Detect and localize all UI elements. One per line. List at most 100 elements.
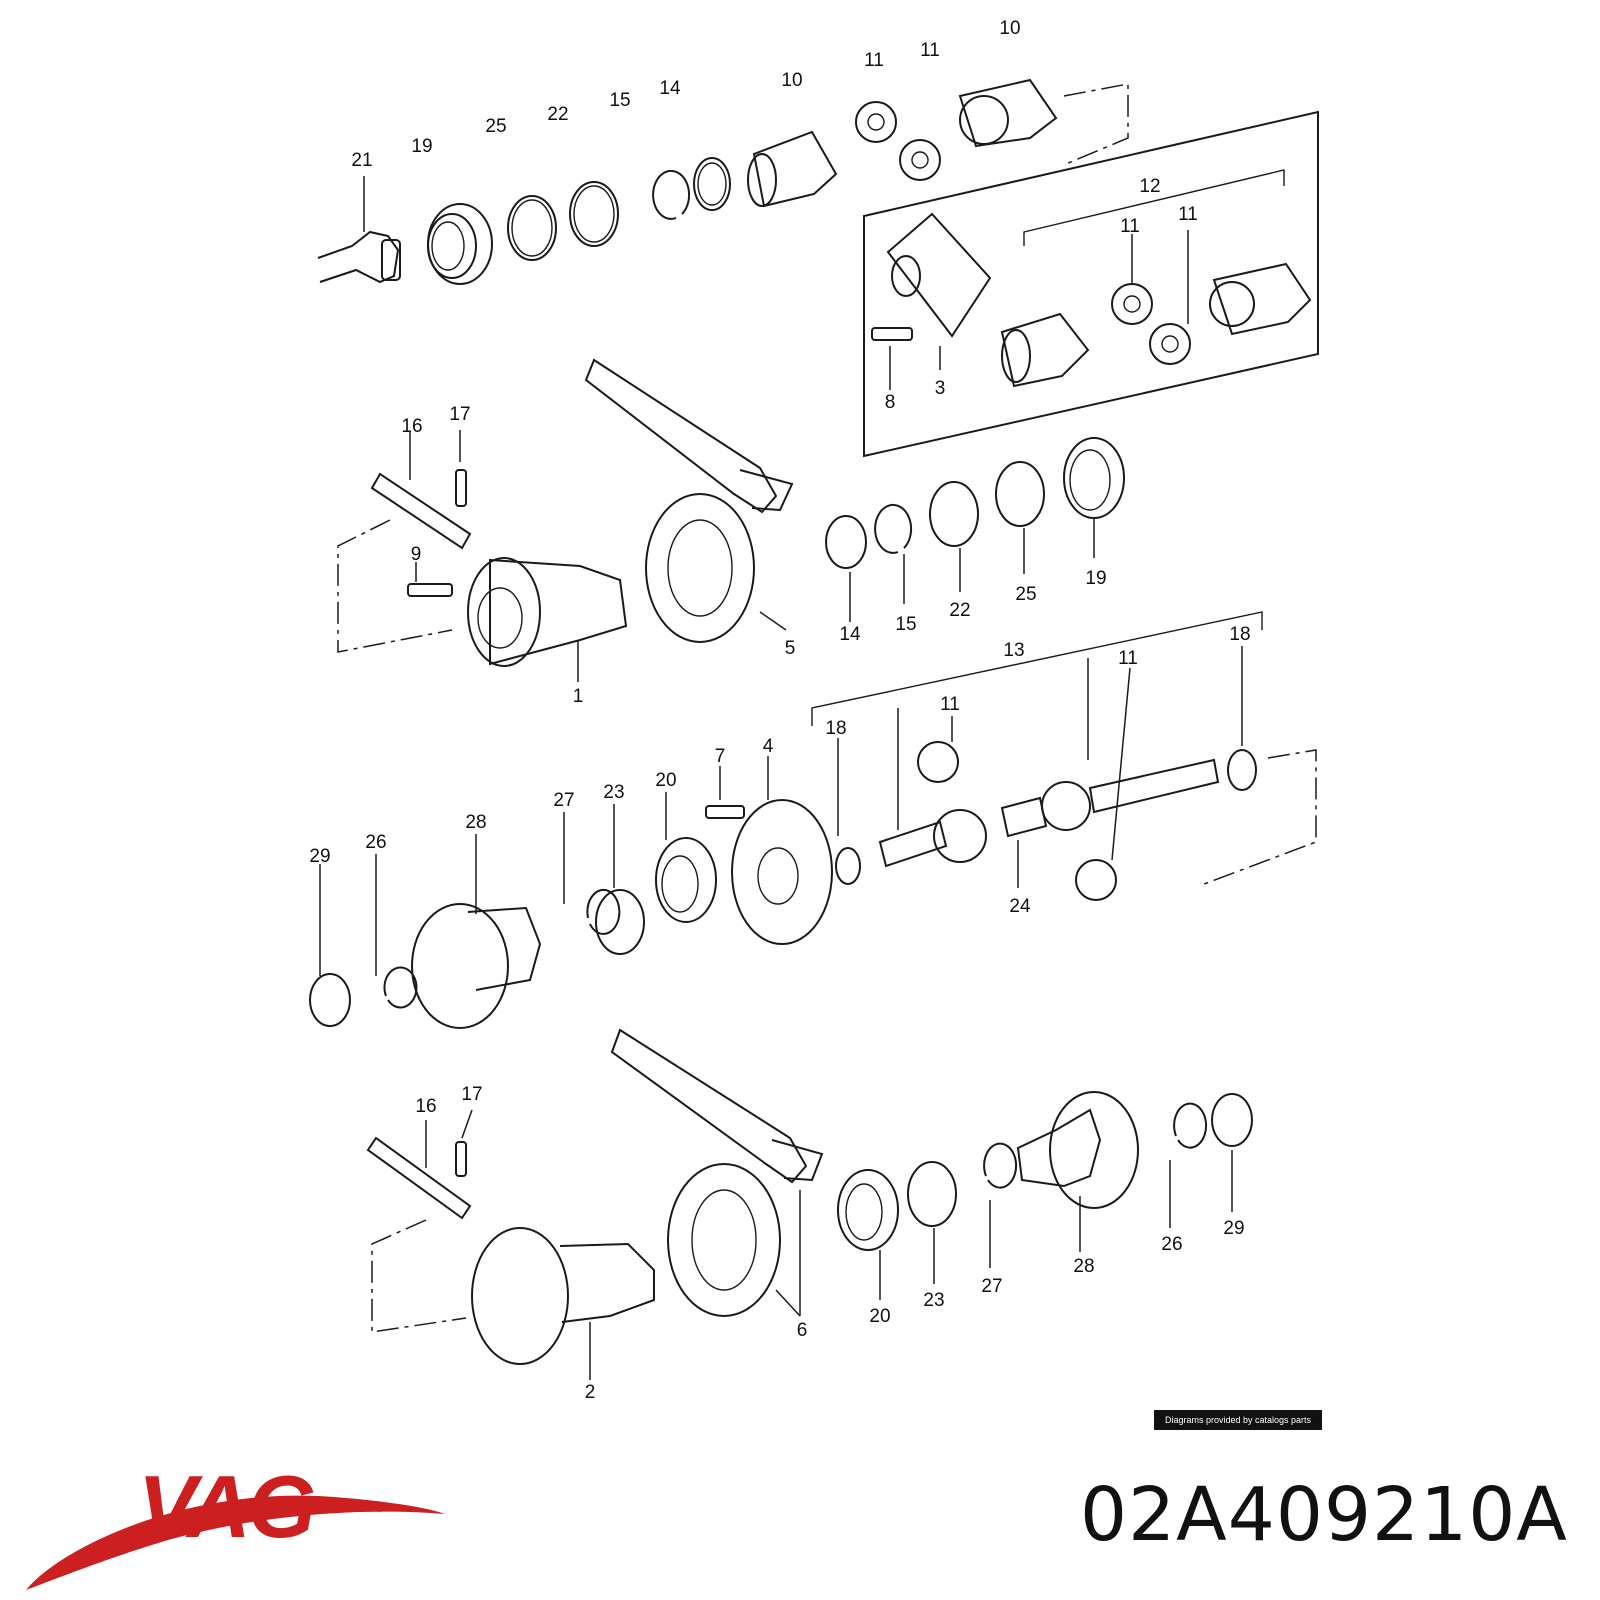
roll-pin-17-top [455,430,467,507]
kit-box-12 [863,110,1319,458]
callout-25-b: 25 [1015,584,1036,605]
bolt-8 [871,327,913,390]
callout-19-b: 19 [1085,568,1106,589]
shim-23-mid [595,804,645,955]
circlip-27-bottom [983,1142,1018,1268]
callout-28-a: 28 [465,812,486,833]
washer-18-right [1227,749,1257,791]
pinion-kit-a [1111,283,1153,325]
callout-14-b: 14 [839,624,861,645]
callout-8: 8 [885,392,896,413]
callout-25-a: 25 [485,116,506,137]
callout-7: 7 [715,746,726,767]
cap-29-mid [309,864,351,1027]
sleeve-24 [1000,796,1048,888]
ring-gear-5 [645,493,787,643]
ring-14-top [693,157,731,211]
shim-22-mid [929,481,979,592]
callout-11-d: 11 [1178,204,1198,225]
callout-11-a: 11 [864,50,884,71]
cover-3 [886,212,992,338]
circlip-26-mid [375,854,418,1009]
pinion-11-mid-b [1075,859,1117,901]
callout-23-b: 23 [923,1290,944,1311]
callout-11-c: 11 [1120,216,1140,237]
callout-11-b: 11 [920,40,940,61]
callout-22-a: 22 [547,104,568,125]
shim-25-top [507,195,557,261]
circlip-27-mid [563,812,621,935]
bolt-9 [407,562,453,597]
cover-4 [731,756,833,945]
callout-18-b: 18 [1229,624,1250,645]
tapered-bearing-19-top [427,203,493,285]
callout-17-b: 17 [461,1084,482,1105]
callout-labels: 10 11 11 10 14 15 22 25 19 21 12 11 11 8… [309,18,1250,1403]
callout-24: 24 [1009,896,1031,917]
axle-pin-16-top [370,432,472,550]
callout-18-a: 18 [825,718,846,739]
sun-gear-kit-b [1209,262,1312,336]
callout-10-b: 10 [781,70,802,91]
callout-10-a: 10 [999,18,1020,39]
roll-pin-17-bottom [455,1109,473,1177]
circlip-26-bottom [1169,1102,1208,1228]
callout-1: 1 [573,686,584,707]
brand-logo: VAG [18,1450,448,1600]
callout-20-b: 20 [869,1306,890,1327]
side-gear-shaft-13 [878,809,987,868]
callout-11-f: 11 [1118,648,1138,669]
axle-pin-16-bottom [366,1120,472,1220]
callout-26-a: 26 [365,832,386,853]
dash-bracket-mid [337,519,453,653]
part-number: 02A409210A [1080,1472,1568,1558]
callout-11-e: 11 [940,694,960,715]
side-shaft-13b [1041,758,1220,831]
callout-13: 13 [1003,640,1024,661]
drive-shaft-21 [317,176,401,284]
callout-14-a: 14 [659,78,681,99]
callout-23-a: 23 [603,782,624,803]
callout-3: 3 [935,378,946,399]
circlip-15-top [652,169,691,220]
callout-15-a: 15 [609,90,630,111]
shim-25-mid [995,461,1045,574]
callout-19-a: 19 [411,136,432,157]
bearing-20-mid [655,792,717,923]
circlip-15-mid [874,503,913,604]
dash-bracket-bottom [371,1219,467,1333]
callout-29-b: 29 [1223,1218,1244,1239]
brand-name: VAG [138,1457,316,1556]
housing-28-bottom [1016,1091,1139,1252]
callout-28-b: 28 [1073,1256,1094,1277]
cap-29-bottom [1211,1093,1253,1212]
callout-27-a: 27 [553,790,574,811]
callout-4: 4 [763,736,774,757]
callout-15-b: 15 [895,614,916,635]
sun-gear-kit-a [1000,312,1090,388]
shim-23-bottom [907,1161,957,1284]
bearing-19-mid [1063,437,1125,558]
pinion-shaft-6 [610,1028,824,1316]
callout-16-a: 16 [401,416,422,437]
callout-22-b: 22 [949,600,970,621]
sun-gear-10-a [747,130,838,208]
callout-21: 21 [351,150,372,171]
diff-housing-2 [471,1227,655,1380]
callout-17-a: 17 [449,404,470,425]
callout-5: 5 [785,638,796,659]
pinion-11-mid-a [917,741,959,783]
callout-26-b: 26 [1161,1234,1182,1255]
callout-6: 6 [797,1320,808,1341]
bracket-13 [811,611,1263,726]
shim-22-top [569,181,619,247]
sun-gear-10-b [958,78,1058,148]
callout-20-a: 20 [655,770,676,791]
callout-9: 9 [411,544,422,565]
dash-bracket-low [1203,749,1317,885]
brand-swoosh [26,1495,444,1590]
callout-16-b: 16 [415,1096,436,1117]
pinion-11-a [855,101,897,143]
pinion-kit-b [1149,323,1191,365]
